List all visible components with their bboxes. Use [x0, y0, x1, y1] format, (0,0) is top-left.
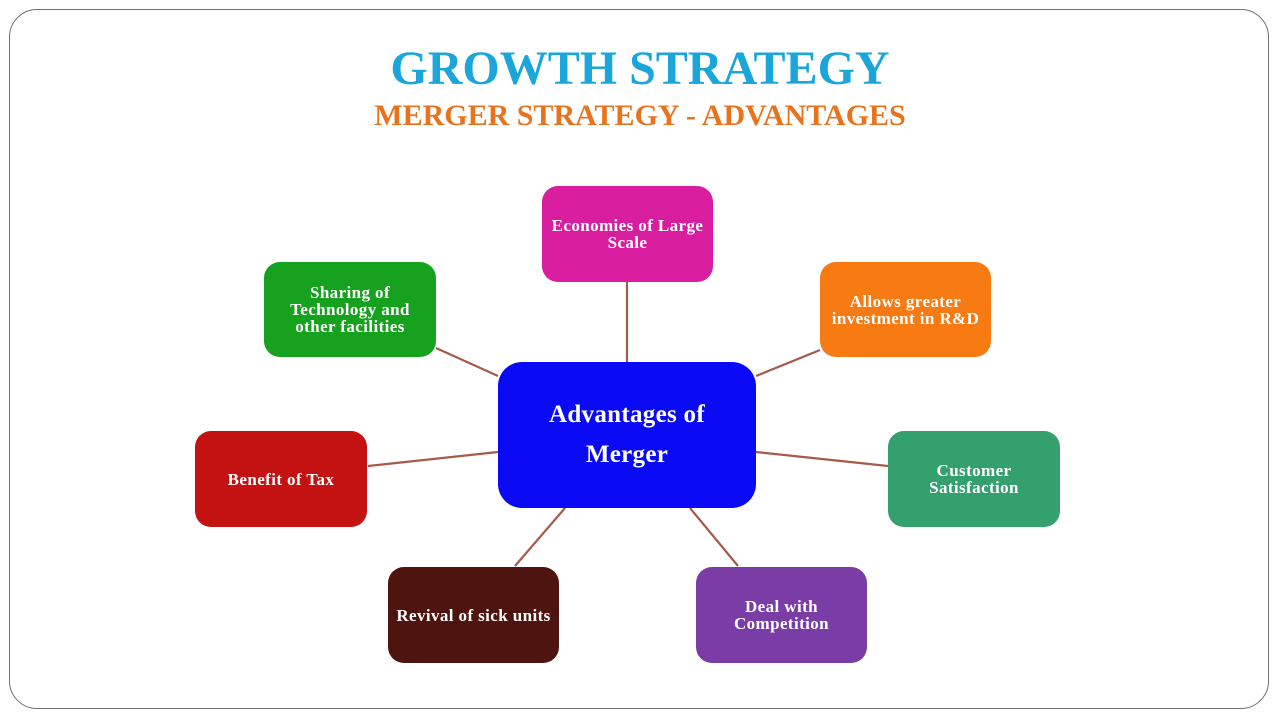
node-label: Customer Satisfaction	[929, 461, 1019, 497]
connector-customer	[755, 450, 889, 468]
slide-subtitle: MERGER STRATEGY - ADVANTAGES	[374, 99, 906, 132]
node-label: Allows greater investment in R&D	[831, 291, 980, 328]
node-deal-with-competition: Deal with Competition	[696, 567, 867, 663]
connector-rnd	[755, 348, 821, 378]
connector-revival	[514, 507, 566, 567]
center-node-label: Advantages of Merger	[549, 401, 705, 468]
node-benefit-of-tax: Benefit of Tax	[195, 431, 367, 527]
node-economies-of-large-scale: Economies of Large Scale	[542, 186, 713, 282]
node-investment-in-rnd: Allows greater investment in R&D	[820, 262, 991, 357]
node-label: Benefit of Tax	[227, 469, 335, 489]
center-node-advantages: Advantages of Merger	[498, 362, 756, 508]
node-customer-satisfaction: Customer Satisfaction	[888, 431, 1060, 527]
slide-title: GROWTH STRATEGY	[390, 42, 890, 95]
node-sharing-of-technology: Sharing of Technology and other faciliti…	[264, 262, 436, 357]
connector-tax	[367, 450, 499, 468]
connector-competition	[689, 507, 739, 567]
node-label: Deal with Competition	[733, 597, 830, 633]
node-label: Revival of sick units	[396, 605, 551, 625]
node-revival-of-sick-units: Revival of sick units	[388, 567, 559, 663]
node-label: Economies of Large Scale	[551, 216, 704, 252]
node-label: Sharing of Technology and other faciliti…	[290, 283, 410, 336]
slide-frame	[9, 9, 1269, 709]
connector-technology	[435, 346, 499, 378]
